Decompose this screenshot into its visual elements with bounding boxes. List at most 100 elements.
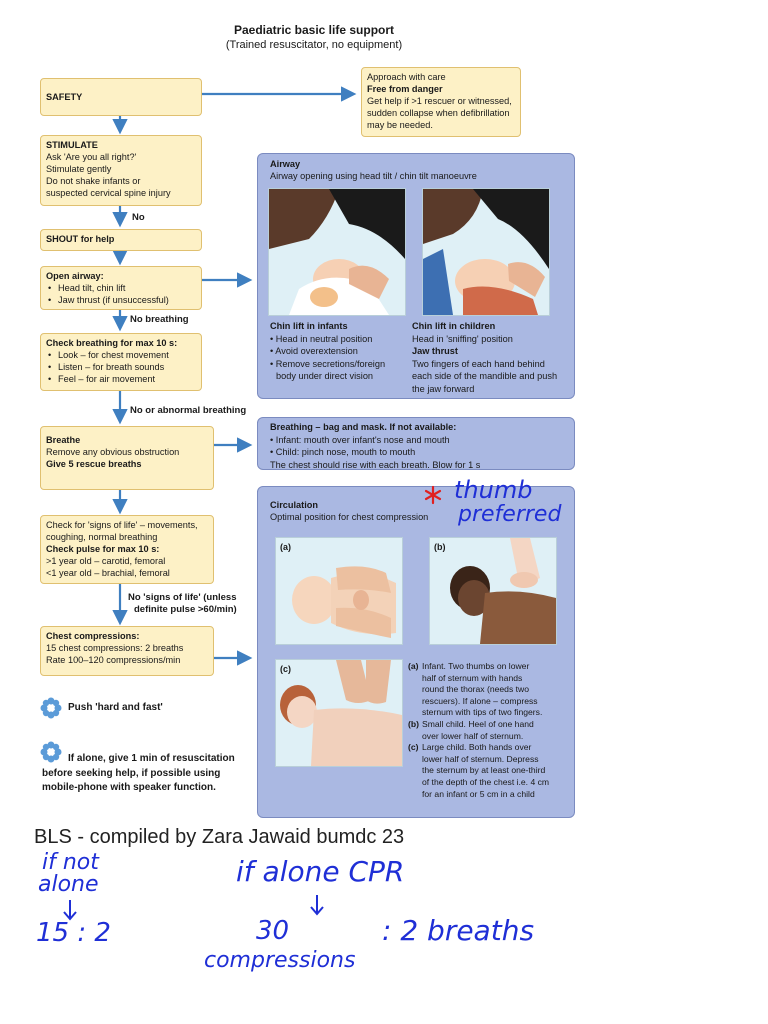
infant-chin-lift-photo (268, 188, 406, 316)
breathe-line: Remove any obvious obstruction (46, 447, 180, 457)
note-c: (c) Large child. Both hands over lower h… (408, 742, 573, 800)
down-arrow-icon (63, 900, 77, 921)
children-title: Chin lift in children (412, 321, 496, 331)
breathing-title: Breathing – bag and mask. If not availab… (270, 422, 457, 432)
breathing-line: • Infant: mouth over infant's nose and m… (270, 434, 450, 445)
infant-chin-lift-illustration (269, 189, 405, 315)
note-line: lower half of sternum. Depress (422, 753, 539, 764)
large-child-compression-illustration (280, 660, 402, 766)
signs-line: >1 year old – carotid, femoral (46, 556, 166, 566)
note-line: rescuers). If alone – compress (422, 695, 538, 706)
open-airway-title: Open airway: (46, 271, 104, 281)
jaw-title: Jaw thrust (412, 346, 458, 356)
open-airway-item: Head tilt, chin lift (48, 282, 196, 294)
note-line: round the thorax (needs two (422, 684, 530, 695)
breathing-line: • Child: pinch nose, mouth to mouth (270, 447, 416, 457)
no-signs-line: definite pulse >60/min) (134, 604, 237, 615)
signs-line: coughing, normal breathing (46, 532, 158, 542)
note-line: Large child. Both hands over (422, 742, 532, 753)
alone-note: If alone, give 1 min of resuscitation be… (42, 752, 235, 796)
infants-item: • Avoid overextension (270, 346, 358, 356)
children-line: Head in 'sniffing' position (412, 333, 513, 344)
infants-item: body under direct vision (270, 370, 418, 383)
handwriting-if-alone-cpr: if alone CPR (236, 855, 405, 888)
safety-note-line: may be needed. (367, 120, 433, 130)
signs-line: Check for 'signs of life' – movements, (46, 520, 198, 530)
stimulate-line: Ask 'Are you all right?' (46, 152, 137, 162)
jaw-line: the jaw forward (412, 383, 475, 394)
photo-label-b: (b) (434, 542, 446, 552)
compressions-box: Chest compressions: 15 chest compression… (40, 626, 214, 676)
compress-line: 15 chest compressions: 2 breaths (46, 643, 184, 653)
infants-item: • Remove secretions/foreign (270, 358, 386, 369)
note-line: Infant. Two thumbs on lower (422, 661, 530, 671)
handwriting-if-not: if not (42, 850, 99, 875)
note-line: half of sternum with hands (422, 672, 523, 683)
shout-box: SHOUT for help (40, 229, 202, 251)
handwriting-compressions: compressions (204, 948, 356, 973)
signs-line: <1 year old – brachial, femoral (46, 568, 170, 578)
safety-note-line: Free from danger (367, 84, 443, 94)
note-line: Small child. Heel of one hand (422, 718, 534, 729)
safety-note-line: Approach with care (367, 72, 446, 82)
handwriting-alone: alone (38, 872, 99, 897)
note-line: the sternum by at least one-third (422, 765, 546, 776)
circulation-panel: Circulation Optimal position for chest c… (257, 486, 575, 818)
note-line: for an infant or 5 cm in a child (422, 788, 535, 799)
small-child-compression-illustration (450, 538, 556, 644)
breathe-box: Breathe Remove any obvious obstruction G… (40, 426, 214, 490)
circulation-notes: (a) Infant. Two thumbs on lower half of … (408, 661, 573, 800)
open-airway-item: Jaw thrust (if unsuccessful) (48, 294, 196, 306)
flow-arrows (112, 86, 357, 666)
infants-item-text: Remove secretions/foreign (275, 358, 386, 369)
check-breathing-item: Listen – for breath sounds (48, 361, 196, 373)
circulation-title: Circulation (270, 500, 318, 510)
handwriting-preferred: preferred (458, 502, 562, 527)
handwriting-30: 30 (256, 916, 290, 946)
flower-icon (40, 697, 62, 719)
safety-box: SAFETY (40, 78, 202, 116)
infants-item-text: Avoid overextension (275, 346, 358, 356)
handwriting-ratio-15: 15 : 2 (36, 918, 111, 948)
safety-label: SAFETY (46, 92, 83, 102)
alone-line: If alone, give 1 min of resuscitation (68, 753, 235, 764)
photo-label-a: (a) (280, 542, 291, 552)
no-abnormal-label: No or abnormal breathing (130, 405, 247, 416)
child-chin-lift-illustration (423, 189, 549, 315)
red-star-icon (424, 485, 442, 505)
chart-title: Paediatric basic life support (233, 23, 395, 37)
large-child-compression-photo (275, 659, 403, 767)
infants-item: • Head in neutral position (270, 333, 373, 344)
note-tag: (a) (408, 661, 419, 671)
no-breathing-label: No breathing (130, 314, 189, 325)
shout-label: SHOUT for help (46, 234, 115, 244)
stimulate-line: Do not shake infants or (46, 176, 141, 186)
signs-line: Check pulse for max 10 s: (46, 544, 160, 554)
infant-compression-photo (275, 537, 403, 645)
infants-item-text: body under direct vision (276, 371, 374, 381)
no-signs-line: No 'signs of life' (unless (128, 592, 237, 603)
note-tag: (b) (408, 718, 419, 729)
jaw-line: each side of the mandible and push (412, 371, 558, 381)
check-breathing-item: Feel – for air movement (48, 373, 196, 385)
infants-section: Chin lift in infants • Head in neutral p… (270, 320, 418, 383)
note-line: of the depth of the chest i.e. 4 cm (422, 776, 550, 787)
stimulate-line: Stimulate gently (46, 164, 112, 174)
compress-line: Rate 100–120 compressions/min (46, 655, 181, 665)
infants-item-text: Head in neutral position (275, 333, 373, 344)
children-section: Chin lift in children Head in 'sniffing'… (412, 320, 572, 395)
handwriting-thumb: thumb (454, 476, 533, 504)
jaw-line: Two fingers of each hand behind (412, 358, 545, 369)
safety-note-line: Get help if >1 rescuer or witnessed, (367, 96, 512, 106)
check-breathing-item: Look – for chest movement (48, 349, 196, 361)
note-b: (b) Small child. Heel of one hand over l… (408, 719, 573, 742)
no-signs-label: No 'signs of life' (unless definite puls… (128, 592, 237, 616)
down-arrow-icon (310, 895, 324, 916)
infants-title: Chin lift in infants (270, 321, 348, 331)
no-label: No (132, 212, 145, 223)
signs-of-life-box: Check for 'signs of life' – movements, c… (40, 515, 214, 584)
child-chin-lift-photo (422, 188, 550, 316)
stimulate-title: STIMULATE (46, 140, 98, 150)
breathing-panel: Breathing – bag and mask. If not availab… (257, 417, 575, 470)
stimulate-line: suspected cervical spine injury (46, 188, 171, 198)
